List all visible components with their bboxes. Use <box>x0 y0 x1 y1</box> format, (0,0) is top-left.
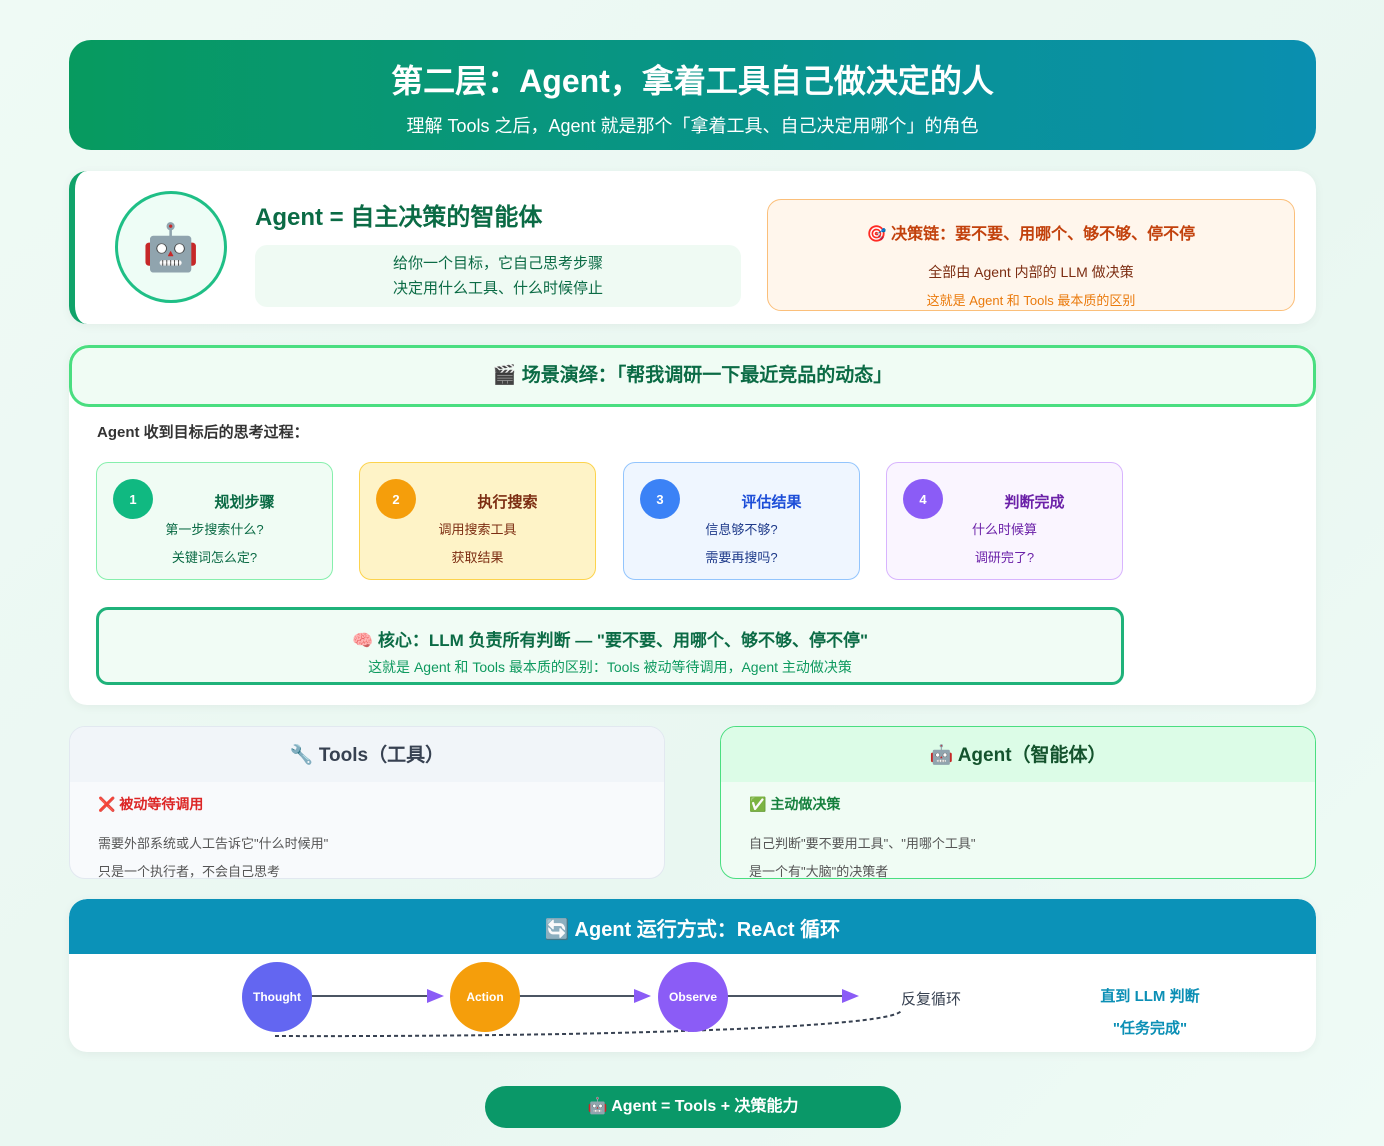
step-number: 3 <box>640 479 680 519</box>
scene-card: 🎬 场景演绎：「帮我调研一下最近竞品的动态」 Agent 收到目标后的思考过程：… <box>69 345 1316 705</box>
step-line: 需要再搜吗? <box>705 550 778 565</box>
step-line: 什么时候算 <box>971 522 1037 537</box>
step-card-3: 3 评估结果 信息够不够? 需要再搜吗? <box>623 462 860 580</box>
step-title: 执行搜索 <box>477 494 538 511</box>
intro-title: Agent = 自主决策的智能体 <box>255 204 543 231</box>
until-label: 直到 LLM 判断 <box>1100 988 1200 1005</box>
header-banner: 第二层：Agent，拿着工具自己做决定的人 理解 Tools 之后，Agent … <box>69 40 1316 150</box>
step-line: 第一步搜索什么? <box>165 522 264 537</box>
tools-line: 只是一个执行者，不会自己思考 <box>98 864 281 879</box>
node-action: Action <box>450 962 520 1032</box>
robot-icon: 🤖 <box>115 191 227 303</box>
core-box: 🧠 核心：LLM 负责所有判断 — "要不要、用哪个、够不够、停不停" 这就是 … <box>96 607 1124 685</box>
node-observe: Observe <box>658 962 728 1032</box>
step-number: 2 <box>376 479 416 519</box>
step-title: 评估结果 <box>741 494 802 511</box>
react-arrows <box>274 989 902 1038</box>
tools-title: 🔧 Tools（工具） <box>70 727 664 782</box>
decision-chain-box: 🎯 决策链：要不要、用哪个、够不够、停不停 全部由 Agent 内部的 LLM … <box>767 199 1295 311</box>
arrow-head <box>427 989 444 1003</box>
step-line: 获取结果 <box>451 550 504 565</box>
step-title: 判断完成 <box>1004 494 1065 511</box>
step-card-2: 2 执行搜索 调用搜索工具 获取结果 <box>359 462 596 580</box>
core-subtitle: 这就是 Agent 和 Tools 最本质的区别：Tools 被动等待调用，Ag… <box>368 659 852 675</box>
tools-card: 🔧 Tools（工具） ❌ 被动等待调用 需要外部系统或人工告诉它"什么时候用"… <box>69 726 665 879</box>
step-line: 信息够不够? <box>705 522 778 537</box>
step-card-1: 1 规划步骤 第一步搜索什么? 关键词怎么定? <box>96 462 333 580</box>
agent-line: 是一个有"大脑"的决策者 <box>749 864 889 879</box>
loop-label: 反复循环 <box>901 991 962 1008</box>
scene-label: Agent 收到目标后的思考过程： <box>97 424 309 441</box>
core-title: 🧠 核心：LLM 负责所有判断 — "要不要、用哪个、够不够、停不停" <box>351 631 869 650</box>
intro-line: 给你一个目标，它自己思考步骤 <box>392 255 603 272</box>
decision-chain-title: 🎯 决策链：要不要、用哪个、够不够、停不停 <box>866 226 1196 243</box>
intro-line: 决定用什么工具、什么时候停止 <box>392 280 603 297</box>
node-thought: Thought <box>242 962 312 1032</box>
summary-badge: 🤖 Agent = Tools + 决策能力 <box>485 1086 901 1128</box>
agent-card: 🤖 Agent（智能体） ✅ 主动做决策 自己判断"要不要用工具"、"用哪个工具… <box>720 726 1316 879</box>
arrow-head <box>634 989 651 1003</box>
agent-line: 自己判断"要不要用工具"、"用哪个工具" <box>749 836 976 851</box>
page-title: 第二层：Agent，拿着工具自己做决定的人 <box>391 63 994 99</box>
react-title: 🔄 Agent 运行方式：ReAct 循环 <box>69 899 1316 954</box>
tools-line: 需要外部系统或人工告诉它"什么时候用" <box>98 836 329 851</box>
page-subtitle: 理解 Tools 之后，Agent 就是那个「拿着工具、自己决定用哪个」的角色 <box>406 116 979 136</box>
react-card: 🔄 Agent 运行方式：ReAct 循环 Thought Action Obs… <box>69 899 1316 1052</box>
intro-card: 🤖 Agent = 自主决策的智能体 给你一个目标，它自己思考步骤 决定用什么工… <box>69 171 1316 324</box>
until-label: "任务完成" <box>1112 1020 1188 1037</box>
tools-point: ❌ 被动等待调用 <box>98 796 204 812</box>
agent-title: 🤖 Agent（智能体） <box>721 727 1315 782</box>
step-line: 调用搜索工具 <box>438 522 517 537</box>
step-card-4: 4 判断完成 什么时候算 调研完了? <box>886 462 1123 580</box>
loop-back-path <box>274 1010 902 1038</box>
arrow-head <box>842 989 859 1003</box>
decision-chain-note: 这就是 Agent 和 Tools 最本质的区别 <box>926 293 1136 308</box>
step-number: 4 <box>903 479 943 519</box>
scene-title: 🎬 场景演绎：「帮我调研一下最近竞品的动态」 <box>69 345 1316 407</box>
step-line: 调研完了? <box>974 550 1035 565</box>
step-number: 1 <box>113 479 153 519</box>
agent-point: ✅ 主动做决策 <box>749 796 841 812</box>
decision-chain-line: 全部由 Agent 内部的 LLM 做决策 <box>928 264 1134 280</box>
intro-description: 给你一个目标，它自己思考步骤 决定用什么工具、什么时候停止 <box>255 245 741 307</box>
step-title: 规划步骤 <box>214 494 275 511</box>
step-line: 关键词怎么定? <box>171 550 258 565</box>
